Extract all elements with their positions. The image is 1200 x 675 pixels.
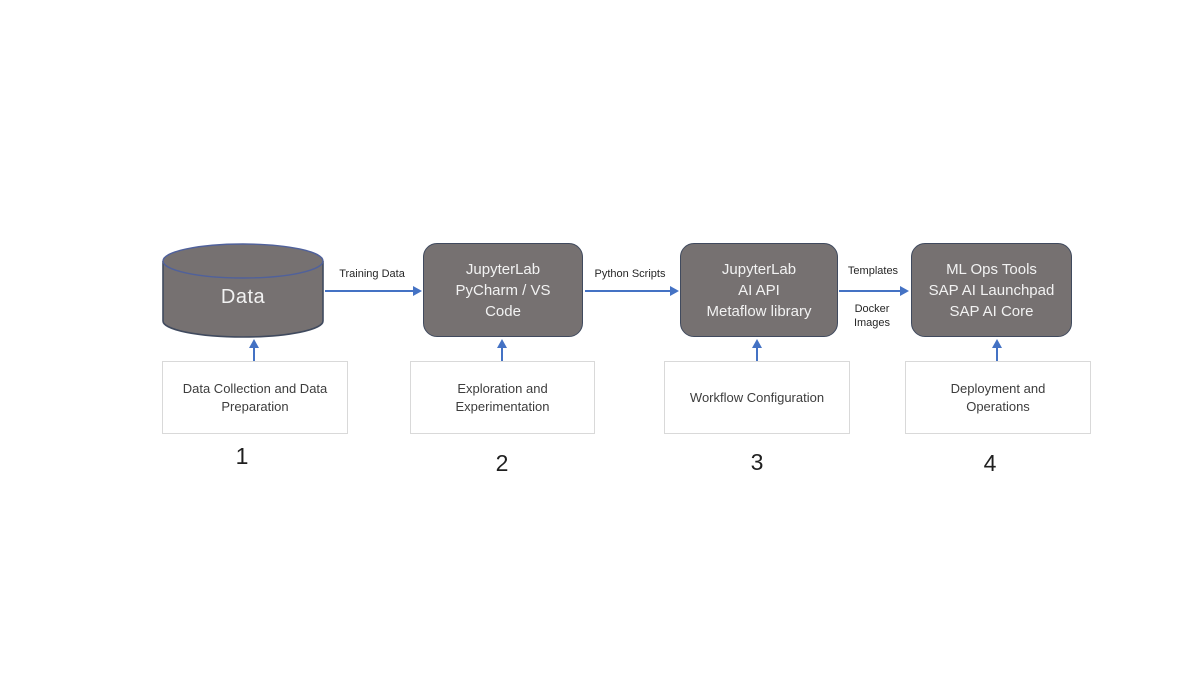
arrow-data-to-ide [325, 285, 422, 297]
edge-label-templates: Templates [847, 265, 899, 277]
edge-label-docker: Docker [854, 303, 890, 315]
edge-label-docker-images: Docker Images [836, 302, 908, 330]
node-ide-line2: PyCharm / VS [455, 281, 551, 299]
step-number-3: 3 [750, 449, 764, 475]
node-mlops-line2: SAP AI Launchpad [928, 281, 1055, 299]
node-data-label: Data [220, 286, 266, 308]
arrow-head-up-icon [992, 339, 1002, 348]
node-ide-box: JupyterLab PyCharm / VS Code [423, 243, 583, 337]
arrow-activity2-up [496, 339, 508, 361]
arrow-line [325, 290, 415, 292]
node-workflow-line1: JupyterLab [721, 260, 797, 278]
arrow-head-up-icon [497, 339, 507, 348]
step-number-4: 4 [983, 450, 997, 476]
edge-label-training-data: Training Data [339, 268, 405, 280]
arrow-head-up-icon [249, 339, 259, 348]
arrow-line [501, 345, 503, 361]
edge-label-images: Images [853, 317, 891, 329]
node-ide-line1: JupyterLab [465, 260, 541, 278]
arrow-activity1-up [248, 339, 260, 361]
arrow-head-right-icon [413, 286, 422, 296]
node-workflow-box: JupyterLab AI API Metaflow library [680, 243, 838, 337]
arrow-line [839, 290, 902, 292]
arrow-line [253, 345, 255, 361]
step-number-2: 2 [495, 450, 509, 476]
activity-box-1: Data Collection and Data Preparation [162, 361, 348, 434]
node-mlops-line3: SAP AI Core [949, 302, 1034, 320]
node-ide-line3: Code [485, 302, 521, 320]
node-workflow-line2: AI API [738, 281, 780, 299]
arrow-workflow-to-mlops [839, 285, 909, 297]
node-mlops-box: ML Ops Tools SAP AI Launchpad SAP AI Cor… [911, 243, 1072, 337]
arrow-activity4-up [991, 339, 1003, 361]
arrow-ide-to-workflow [585, 285, 679, 297]
step-number-1: 1 [235, 443, 249, 469]
arrow-head-right-icon [900, 286, 909, 296]
arrow-line [585, 290, 672, 292]
edge-label-python-scripts: Python Scripts [594, 268, 666, 280]
node-data-cylinder: Data [162, 242, 324, 338]
arrow-line [756, 345, 758, 361]
node-mlops-line1: ML Ops Tools [946, 260, 1037, 278]
arrow-head-right-icon [670, 286, 679, 296]
activity-box-4: Deployment and Operations [905, 361, 1091, 434]
node-workflow-line3: Metaflow library [706, 302, 812, 320]
activity-box-2: Exploration and Experimentation [410, 361, 595, 434]
arrow-line [996, 345, 998, 361]
cylinder-shape-icon [162, 243, 324, 338]
arrow-activity3-up [751, 339, 763, 361]
activity-box-3: Workflow Configuration [664, 361, 850, 434]
arrow-head-up-icon [752, 339, 762, 348]
